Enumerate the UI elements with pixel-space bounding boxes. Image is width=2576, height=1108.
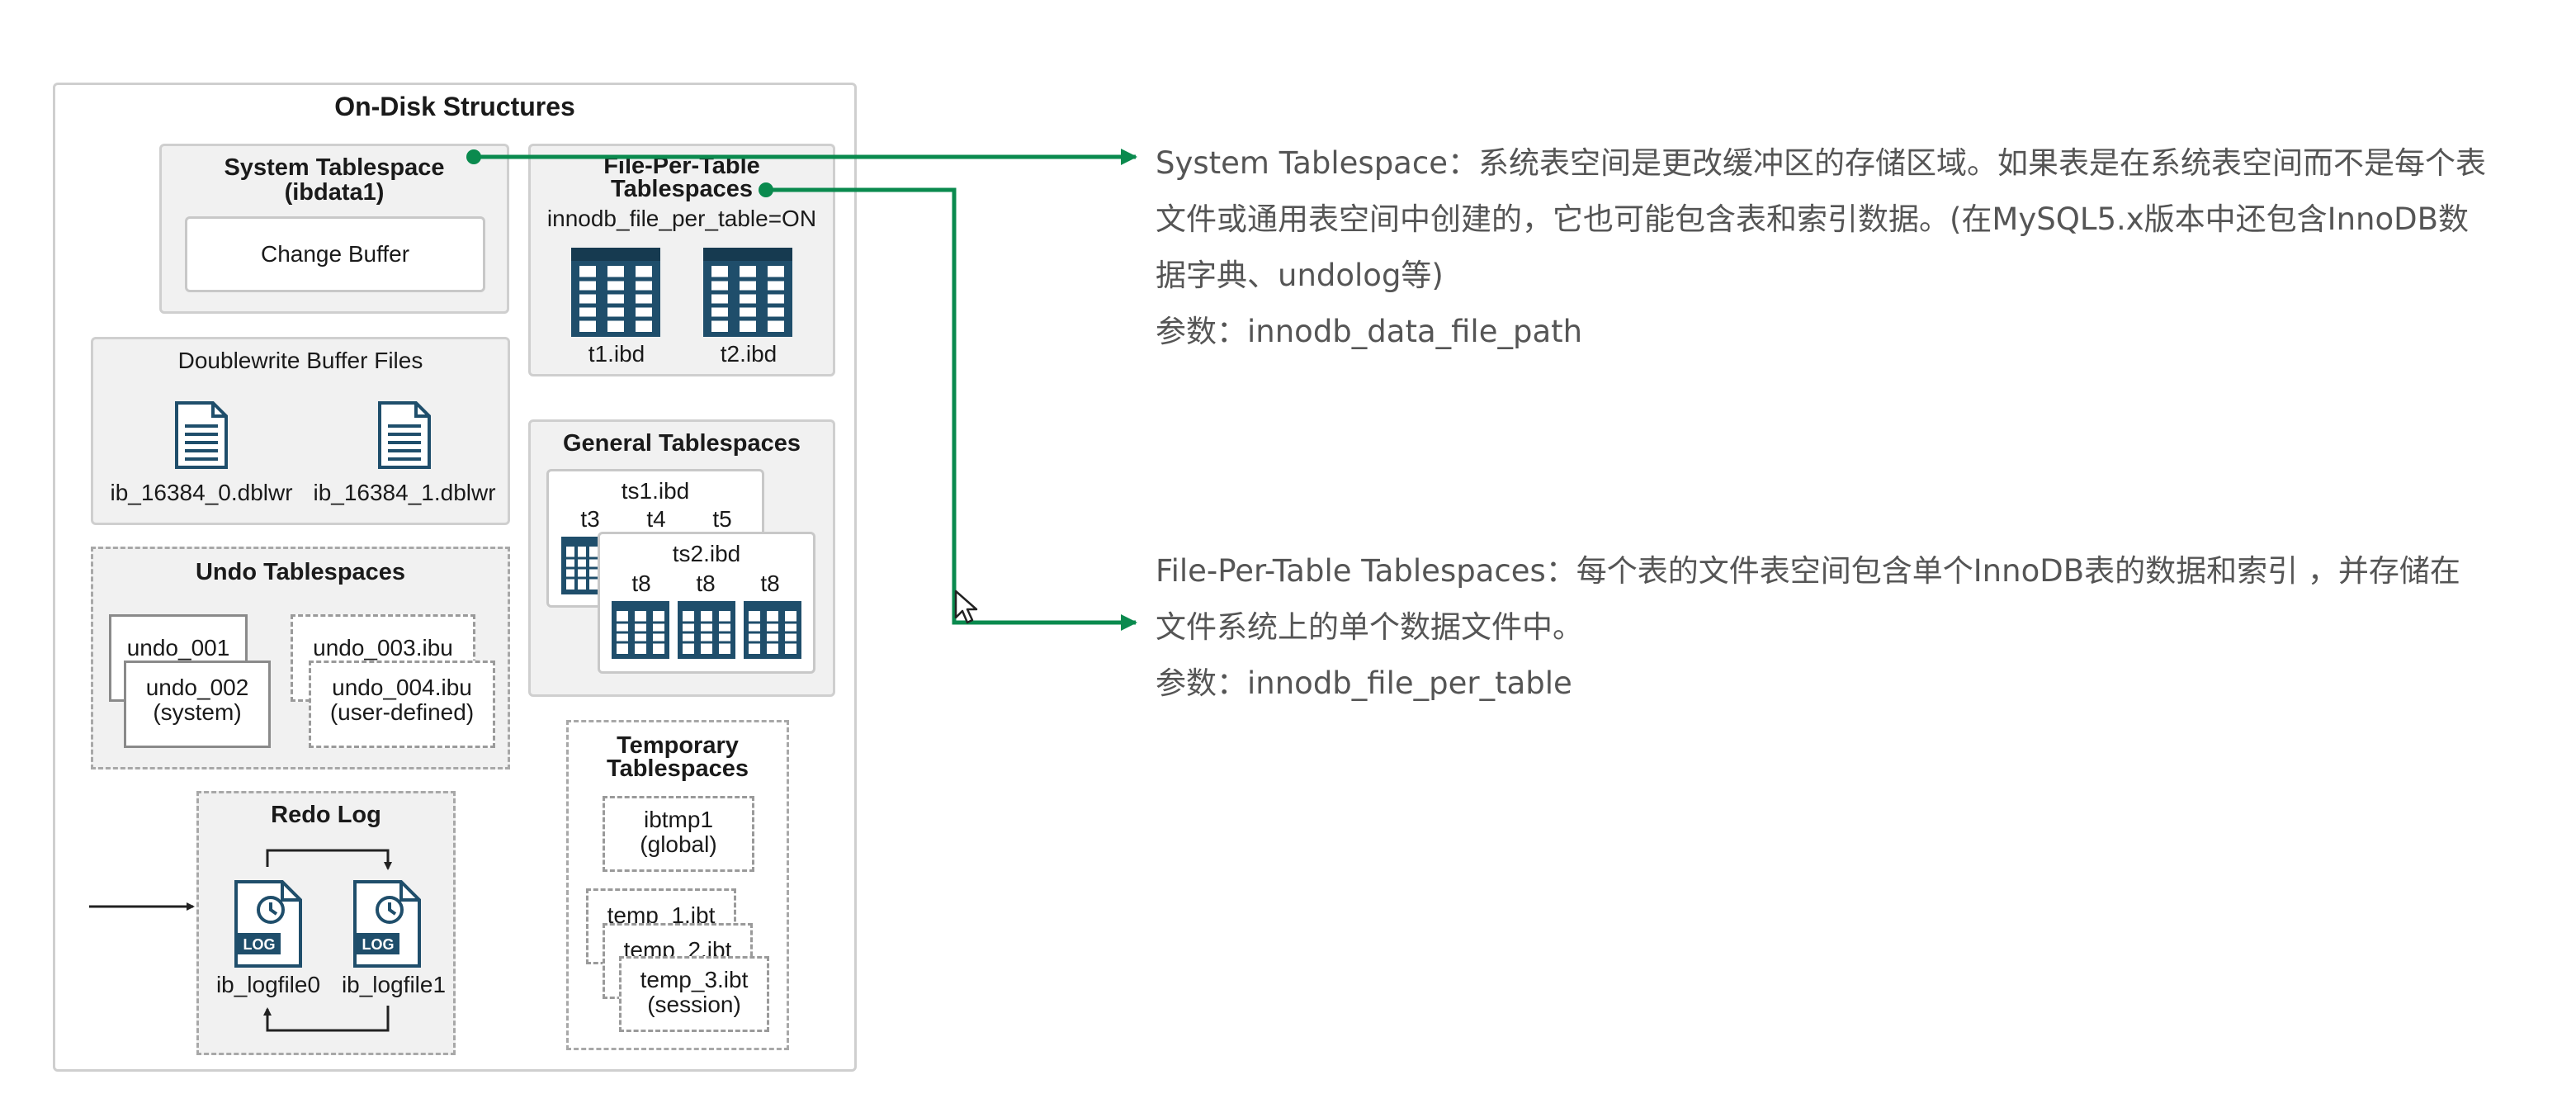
file-per-table-note-param: 参数：innodb_file_per_table <box>1156 665 1572 701</box>
temporary-title-2: Tablespaces <box>607 755 749 782</box>
ts2-label: ts2.ibd <box>672 541 741 566</box>
doublewrite-file-1: ib_16384_1.dblwr <box>313 480 496 505</box>
ts2-table-label: t8 <box>760 571 780 596</box>
temp-3-sublabel: (session) <box>647 992 741 1017</box>
system-tablespace-title: System Tablespace <box>224 154 445 181</box>
ts2-table-label: t8 <box>696 571 716 596</box>
ts1-label: ts1.ibd <box>621 478 690 504</box>
temp-3-label: temp_3.ibt <box>640 967 749 992</box>
undo-004-box <box>309 661 495 748</box>
redo-file-1: ib_logfile1 <box>341 972 447 997</box>
undo-002-box <box>124 661 271 748</box>
system-tablespace-note-line1: System Tablespace：系统表空间是更改缓冲区的存储区域。如果表是在… <box>1156 145 2486 181</box>
file-per-table-note-line2: 文件系统上的单个数据文件中。 <box>1156 609 1583 645</box>
undo-004-sublabel: (user-defined) <box>329 699 475 725</box>
diagram-title: On-Disk Structures <box>334 92 575 121</box>
ts2-table-label: t8 <box>631 571 651 596</box>
temp-3-box <box>619 956 769 1032</box>
general-tablespaces-title: General Tablespaces <box>562 430 801 457</box>
log-icon-text: LOG <box>243 936 276 953</box>
file-label-t1: t1.ibd <box>588 341 645 367</box>
ibtmp1-box <box>603 796 754 872</box>
log-icon-text: LOG <box>362 936 395 953</box>
ts1-table-label: t3 <box>580 506 600 532</box>
system-tablespace-note-line3: 据字典、undolog等) <box>1156 258 1444 293</box>
ts1-table-label: t4 <box>646 506 666 532</box>
ibtmp1-label: ibtmp1 <box>643 807 714 832</box>
doublewrite-panel <box>91 337 510 525</box>
temporary-title-1: Temporary <box>617 732 739 759</box>
undo-004-label: undo_004.ibu <box>332 675 472 700</box>
file-per-table-param: innodb_file_per_table=ON <box>546 206 817 231</box>
system-tablespace-subtitle: (ibdata1) <box>284 179 385 206</box>
doublewrite-title: Doublewrite Buffer Files <box>177 348 423 373</box>
ts1-table-label: t5 <box>712 506 732 532</box>
undo-002-sublabel: (system) <box>153 699 242 725</box>
undo-tablespaces-title: Undo Tablespaces <box>195 559 406 585</box>
redo-log-title: Redo Log <box>271 802 381 828</box>
file-per-table-note-line1: File-Per-Table Tablespaces：每个表的文件表空间包含单个… <box>1156 553 2460 589</box>
system-tablespace-note-line2: 文件或通用表空间中创建的，它也可能包含表和索引数据。(在MySQL5.x版本中还… <box>1156 201 2469 237</box>
file-per-table-title-2: Tablespaces <box>611 176 753 202</box>
file-label-t2: t2.ibd <box>720 341 778 367</box>
ibtmp1-sublabel: (global) <box>640 831 717 857</box>
redo-file-0: ib_logfile0 <box>215 972 321 997</box>
change-buffer-box: Change Buffer <box>185 216 485 292</box>
undo-002-label: undo_002 <box>145 675 249 700</box>
doublewrite-file-0: ib_16384_0.dblwr <box>110 480 293 505</box>
system-tablespace-note-param: 参数：innodb_data_file_path <box>1156 314 1583 349</box>
